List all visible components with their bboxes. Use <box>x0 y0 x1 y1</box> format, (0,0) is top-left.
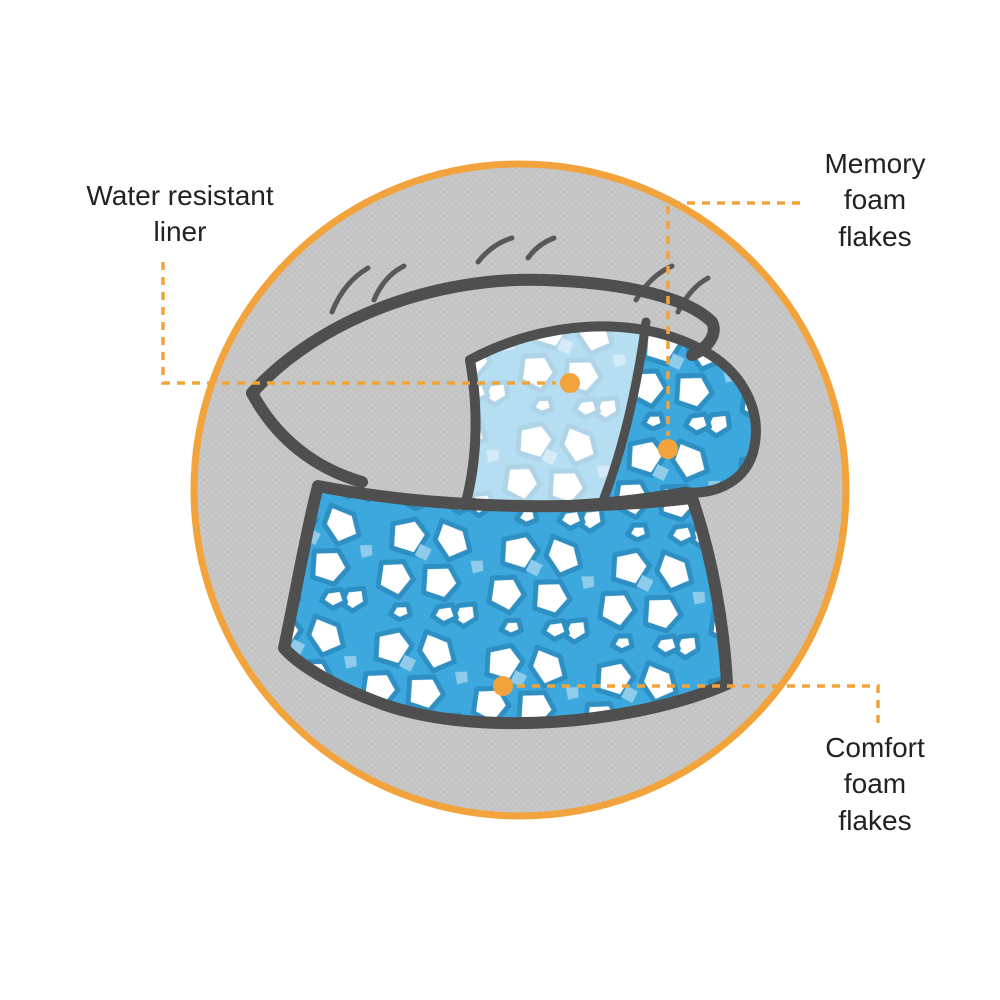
leader-line-comfort-foam <box>517 684 880 726</box>
callout-dot-memory-foam <box>658 439 678 459</box>
label-line: Memory <box>824 148 926 179</box>
fabric-crease-marks <box>329 235 711 315</box>
callout-dot-comfort-foam <box>493 676 513 696</box>
liner-edge-seam <box>599 317 651 503</box>
label-line: Comfort <box>825 732 925 763</box>
label-water-resistant-liner: Water resistant liner <box>55 178 305 251</box>
pillow-opening-seam <box>246 273 720 488</box>
label-line: flakes <box>838 220 912 252</box>
label-line: flakes <box>838 804 912 836</box>
label-line: foam <box>843 184 907 216</box>
label-memory-foam-flakes: Memory foam flakes <box>785 146 965 255</box>
callout-dot-water-liner <box>560 373 580 393</box>
label-comfort-foam-flakes: Comfort foam flakes <box>785 730 965 839</box>
comfort-foam-cutaway <box>278 480 733 730</box>
liner-flap <box>461 317 761 512</box>
leader-line-water-liner <box>161 262 556 385</box>
label-line: foam <box>843 768 907 800</box>
label-line: liner <box>153 216 207 248</box>
label-line: Water resistant <box>86 180 274 211</box>
leader-line-memory-foam <box>666 201 800 436</box>
